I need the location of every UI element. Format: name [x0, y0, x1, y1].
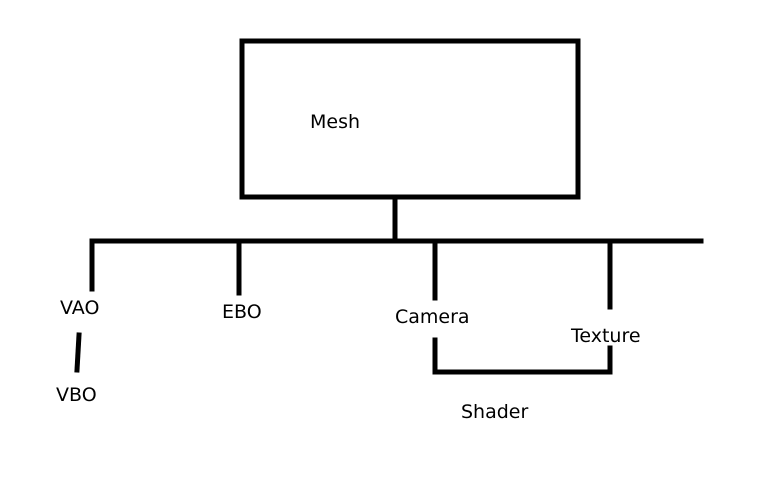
mesh-label: Mesh	[310, 111, 360, 133]
shader-label: Shader	[461, 401, 528, 423]
mesh-box	[239, 38, 581, 200]
camera-label: Camera	[395, 306, 470, 328]
texture-label: Texture	[570, 325, 641, 347]
vbo-label: VBO	[56, 384, 97, 406]
vao-vbo-line	[74, 332, 82, 373]
vao-label: VAO	[60, 297, 99, 319]
ebo-label: EBO	[222, 301, 262, 323]
